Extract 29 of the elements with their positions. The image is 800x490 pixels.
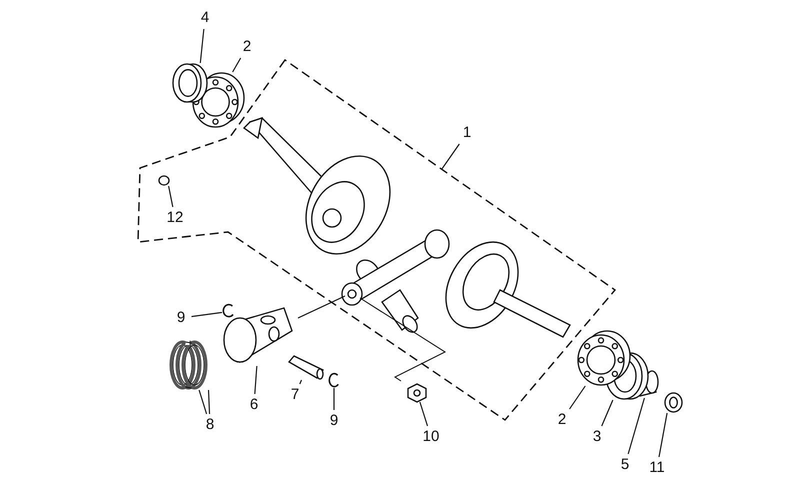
callout-number: 9 (172, 309, 190, 327)
callout-number: 9 (326, 412, 342, 430)
callout-number: 6 (246, 396, 262, 414)
leader-line (299, 380, 302, 384)
leader-line (232, 58, 242, 72)
leader-line (168, 186, 174, 208)
callout-number: 7 (286, 386, 304, 404)
leader-line (658, 412, 668, 458)
callout-number: 3 (588, 428, 606, 446)
leader-line (333, 388, 335, 410)
leader-line (198, 390, 208, 414)
callout-number: 11 (644, 459, 670, 477)
callout-number: 4 (196, 9, 214, 27)
callout-number: 2 (554, 411, 570, 429)
leader-line (441, 144, 460, 170)
leader-line (601, 400, 614, 426)
callout-number: 8 (202, 416, 218, 434)
leader-line (200, 28, 204, 64)
callout-number: 5 (616, 456, 634, 474)
leader-line (254, 366, 258, 394)
callout-number: 2 (238, 38, 256, 56)
leader-line (419, 402, 428, 426)
callout-number: 10 (418, 428, 444, 446)
leader-line (569, 386, 586, 410)
leader-line (628, 398, 645, 454)
callout-number: 12 (162, 209, 188, 227)
leader-line (208, 390, 210, 414)
leader-line (191, 312, 222, 318)
callout-number: 1 (458, 124, 476, 142)
